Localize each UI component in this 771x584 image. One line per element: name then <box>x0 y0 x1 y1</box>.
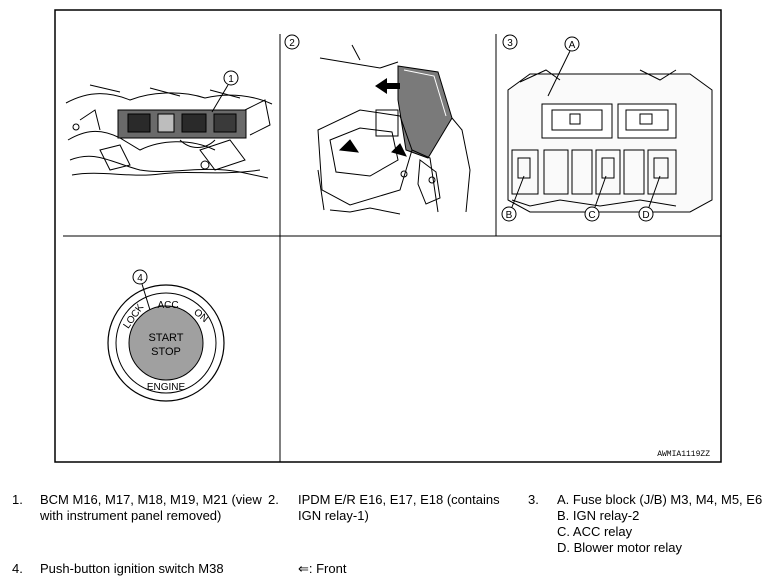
button-stop-label: STOP <box>151 346 181 358</box>
component-location-figure: 1 2 <box>54 9 722 463</box>
callout-b-circle <box>501 206 517 222</box>
callout-d-leader <box>648 175 661 208</box>
legend-item-2-line-1: IPDM E/R E16, E17, E18 (contains <box>298 492 500 507</box>
button-start-label: START <box>148 332 183 344</box>
legend-item-1-line-2: with instrument panel removed) <box>40 508 222 523</box>
callout-d-circle <box>638 206 654 222</box>
legend-item-2-number: 2. <box>268 492 279 507</box>
callout-c-letter: C <box>588 210 595 221</box>
callout-2-circle <box>284 34 300 50</box>
callout-1-number: 1 <box>228 74 234 85</box>
callout-b-letter: B <box>506 210 513 221</box>
start-stop-button <box>128 305 204 381</box>
legend-item-3-number: 3. <box>528 492 539 507</box>
legend-item-1-line-1: BCM M16, M17, M18, M19, M21 (view <box>40 492 262 507</box>
callout-4-circle <box>132 269 148 285</box>
legend-item-3-line-2: B. IGN relay-2 <box>557 508 640 523</box>
legend-front-note: ⇐: Front <box>298 561 347 576</box>
switch-acc-label: ACC <box>157 300 178 311</box>
panel-2-ipdm-illustration <box>317 44 471 215</box>
legend-item-3-line-1: A. Fuse block (J/B) M3, M4, M5, E6 <box>557 492 763 507</box>
callout-3-number: 3 <box>507 38 513 49</box>
callout-c-leader <box>594 175 607 208</box>
legend-item-3-line-4: D. Blower motor relay <box>557 540 682 555</box>
callout-1-leader <box>211 84 229 113</box>
legend-item-2-line-2: IGN relay-1) <box>298 508 369 523</box>
front-direction-arrow <box>375 78 400 94</box>
callout-2-number: 2 <box>289 38 295 49</box>
legend-item-4-line-1: Push-button ignition switch M38 <box>40 561 224 576</box>
panel-3-fuse-block-illustration <box>507 69 713 213</box>
callout-d-letter: D <box>642 210 649 221</box>
legend-item-4-number: 4. <box>12 561 23 576</box>
panel-1-bcm-illustration <box>65 84 273 179</box>
callout-c-circle <box>584 206 600 222</box>
callout-4-number: 4 <box>137 273 143 284</box>
callout-a-leader <box>547 50 571 97</box>
switch-engine-label: ENGINE <box>147 382 186 393</box>
legend-item-3-line-3: C. ACC relay <box>557 524 633 539</box>
callout-a-letter: A <box>569 40 576 51</box>
callout-a-circle <box>564 36 580 52</box>
legend-item-1-number: 1. <box>12 492 23 507</box>
callout-3-circle <box>502 34 518 50</box>
callout-b-leader <box>511 175 525 208</box>
callout-4-leader <box>141 283 151 311</box>
callout-1-circle <box>223 70 239 86</box>
figure-code: AWMIA1119ZZ <box>657 450 710 459</box>
